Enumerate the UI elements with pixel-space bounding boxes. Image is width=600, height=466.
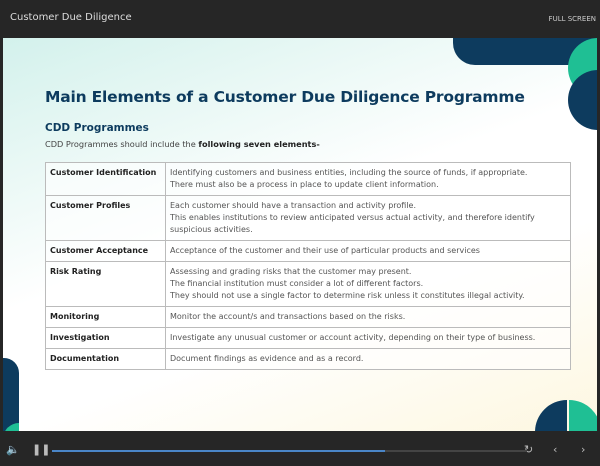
intro-prefix: CDD Programmes should include the bbox=[45, 139, 199, 149]
element-name: Investigation bbox=[45, 327, 166, 349]
element-description: Investigate any unusual customer or acco… bbox=[165, 327, 571, 349]
slide-heading: Main Elements of a Customer Due Diligenc… bbox=[45, 88, 525, 106]
table-row: Customer Profiles Each customer should ha… bbox=[45, 195, 571, 241]
element-description: Document findings as evidence and as a r… bbox=[165, 348, 571, 370]
description-line: Acceptance of the customer and their use… bbox=[170, 246, 480, 255]
intro-text: CDD Programmes should include the follow… bbox=[45, 139, 320, 149]
description-line: There must also be a process in place to… bbox=[170, 180, 439, 189]
decor-teal-left bbox=[3, 423, 19, 431]
element-description: Monitor the account/s and transactions b… bbox=[165, 306, 571, 328]
full-screen-button[interactable]: FULL SCREEN bbox=[548, 15, 596, 23]
decor-navy-left bbox=[3, 358, 19, 431]
table-row: Customer Acceptance Acceptance of the cus… bbox=[45, 240, 571, 262]
element-description: Each customer should have a transaction … bbox=[165, 195, 571, 241]
decor-teal-bottom bbox=[569, 400, 597, 431]
element-name: Monitoring bbox=[45, 306, 166, 328]
slide-subheading: CDD Programmes bbox=[45, 122, 149, 134]
player-controls: 🔈 ❚❚ ↻ ‹ › bbox=[0, 431, 600, 466]
element-description: Assessing and grading risks that the cus… bbox=[165, 261, 571, 307]
element-name: Customer Acceptance bbox=[45, 240, 166, 262]
replay-icon[interactable]: ↻ bbox=[524, 443, 534, 456]
course-title: Customer Due Diligence bbox=[10, 12, 132, 23]
description-line: This enables institutions to review anti… bbox=[170, 213, 535, 234]
table-row: Documentation Document findings as eviden… bbox=[45, 348, 571, 370]
description-line: Investigate any unusual customer or acco… bbox=[170, 333, 536, 342]
description-line: They should not use a single factor to d… bbox=[170, 291, 525, 300]
description-line: Identifying customers and business entit… bbox=[170, 168, 528, 177]
cdd-elements-table: Customer Identification Identifying custo… bbox=[45, 162, 571, 370]
intro-bold: following seven elements- bbox=[198, 139, 320, 149]
next-icon[interactable]: › bbox=[581, 443, 586, 456]
element-name: Customer Profiles bbox=[45, 195, 166, 241]
element-description: Identifying customers and business entit… bbox=[165, 162, 571, 196]
description-line: Assessing and grading risks that the cus… bbox=[170, 267, 412, 276]
table-row: Investigation Investigate any unusual cus… bbox=[45, 327, 571, 349]
element-name: Documentation bbox=[45, 348, 166, 370]
element-description: Acceptance of the customer and their use… bbox=[165, 240, 571, 262]
progress-bar[interactable] bbox=[52, 450, 527, 452]
table-row: Risk Rating Assessing and grading risks t… bbox=[45, 261, 571, 307]
title-bar: Customer Due Diligence FULL SCREEN bbox=[0, 0, 600, 38]
progress-fill bbox=[52, 450, 385, 452]
slide: Main Elements of a Customer Due Diligenc… bbox=[3, 38, 597, 431]
element-name: Risk Rating bbox=[45, 261, 166, 307]
decor-navy-bottom bbox=[535, 400, 567, 431]
table-row: Monitoring Monitor the account/s and tran… bbox=[45, 306, 571, 328]
volume-icon[interactable]: 🔈 bbox=[6, 443, 20, 456]
description-line: Document findings as evidence and as a r… bbox=[170, 354, 364, 363]
element-name: Customer Identification bbox=[45, 162, 166, 196]
description-line: The financial institution must consider … bbox=[170, 279, 424, 288]
description-line: Each customer should have a transaction … bbox=[170, 201, 417, 210]
description-line: Monitor the account/s and transactions b… bbox=[170, 312, 406, 321]
previous-icon[interactable]: ‹ bbox=[553, 443, 558, 456]
table-row: Customer Identification Identifying custo… bbox=[45, 162, 571, 196]
pause-icon[interactable]: ❚❚ bbox=[32, 443, 51, 456]
